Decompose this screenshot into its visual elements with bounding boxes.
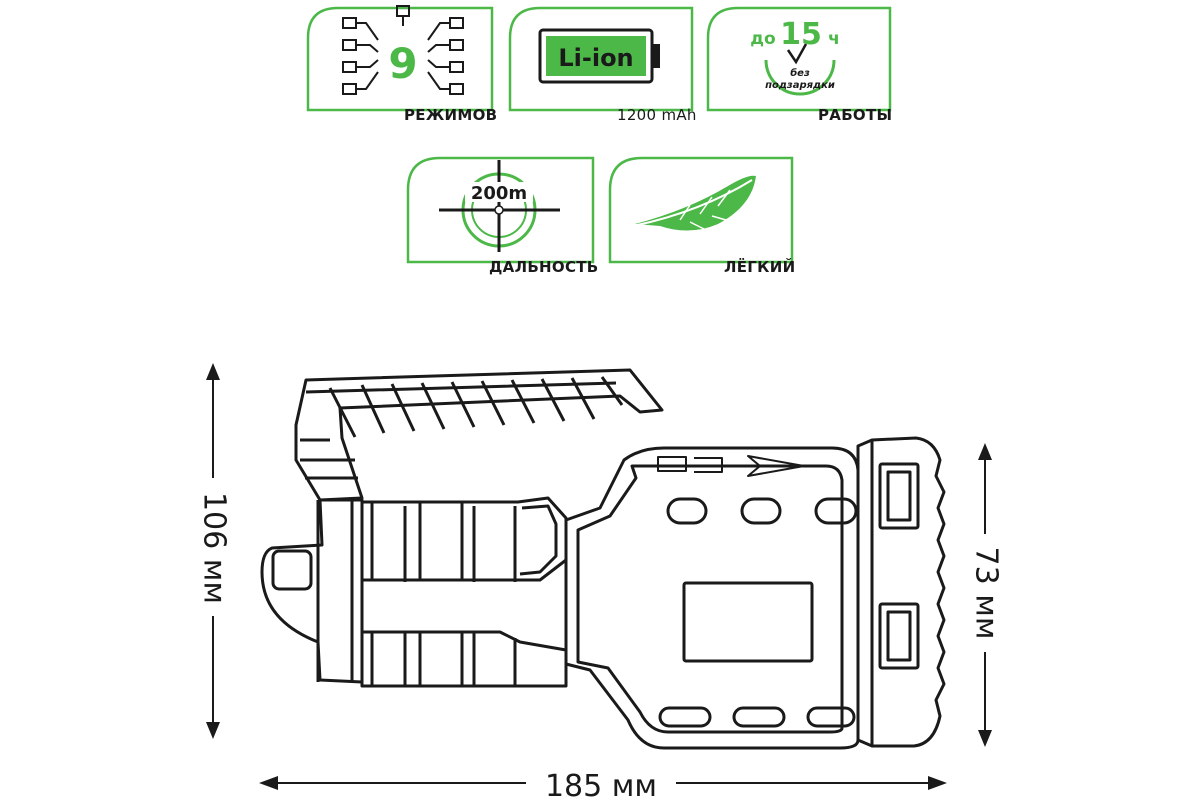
body-button-1 xyxy=(666,497,708,525)
runtime-label: РАБОТЫ xyxy=(818,106,893,124)
dimension-head-diameter: 73 мм xyxy=(968,443,1004,747)
flashlight-grip-lower xyxy=(360,630,568,688)
range-value: 200m xyxy=(471,183,527,204)
feature-card-lightweight xyxy=(608,156,794,264)
range-label: ДАЛЬНОСТЬ xyxy=(489,258,599,276)
feature-card-range: 200m xyxy=(406,156,595,264)
body-vent-3 xyxy=(806,706,856,728)
card-frame xyxy=(706,6,892,112)
head-diameter-label: 73 мм xyxy=(969,547,1004,640)
flashlight-drawing xyxy=(260,368,946,750)
dimension-height: 106 мм xyxy=(196,363,232,739)
body-button-3 xyxy=(814,497,858,525)
dimension-length: 185 мм xyxy=(259,762,947,800)
flashlight-rear-cap xyxy=(260,498,364,684)
clock-icon xyxy=(764,43,836,96)
flashlight-handle xyxy=(294,368,664,502)
flashlight-body xyxy=(564,446,860,750)
card-frame xyxy=(608,156,794,264)
card-frame xyxy=(306,6,494,112)
feature-card-runtime: до 15 ч без подзарядки xyxy=(706,6,892,112)
runtime-hours: 15 xyxy=(780,17,822,52)
modes-icon xyxy=(342,5,464,95)
flashlight-head xyxy=(856,436,946,748)
flashlight-grip-upper xyxy=(360,496,568,582)
modes-label: РЕЖИМОВ xyxy=(404,106,498,124)
runtime-note-line-2: подзарядки xyxy=(765,80,835,91)
feature-card-modes: 9 xyxy=(306,5,494,112)
body-vent-2 xyxy=(732,706,786,728)
body-display xyxy=(682,581,814,663)
body-vent-1 xyxy=(658,706,712,728)
runtime-note-line-1: без xyxy=(790,67,810,79)
body-button-2 xyxy=(740,497,782,525)
feather-icon xyxy=(632,175,756,231)
length-label: 185 мм xyxy=(545,769,657,800)
lightweight-label: ЛЁГКИЙ xyxy=(724,258,796,276)
runtime-prefix: до xyxy=(750,29,775,49)
body-logo xyxy=(657,455,805,477)
battery-type: Li-ion xyxy=(558,44,633,72)
feature-card-battery: Li-ion xyxy=(508,6,694,112)
height-label: 106 мм xyxy=(197,492,232,604)
battery-icon xyxy=(538,28,660,84)
card-frame xyxy=(508,6,694,112)
card-frame xyxy=(406,156,595,264)
crosshair-icon xyxy=(439,160,560,252)
battery-capacity-label: 1200 mAh xyxy=(617,106,697,124)
modes-count: 9 xyxy=(388,39,417,88)
runtime-unit: ч xyxy=(828,29,840,49)
